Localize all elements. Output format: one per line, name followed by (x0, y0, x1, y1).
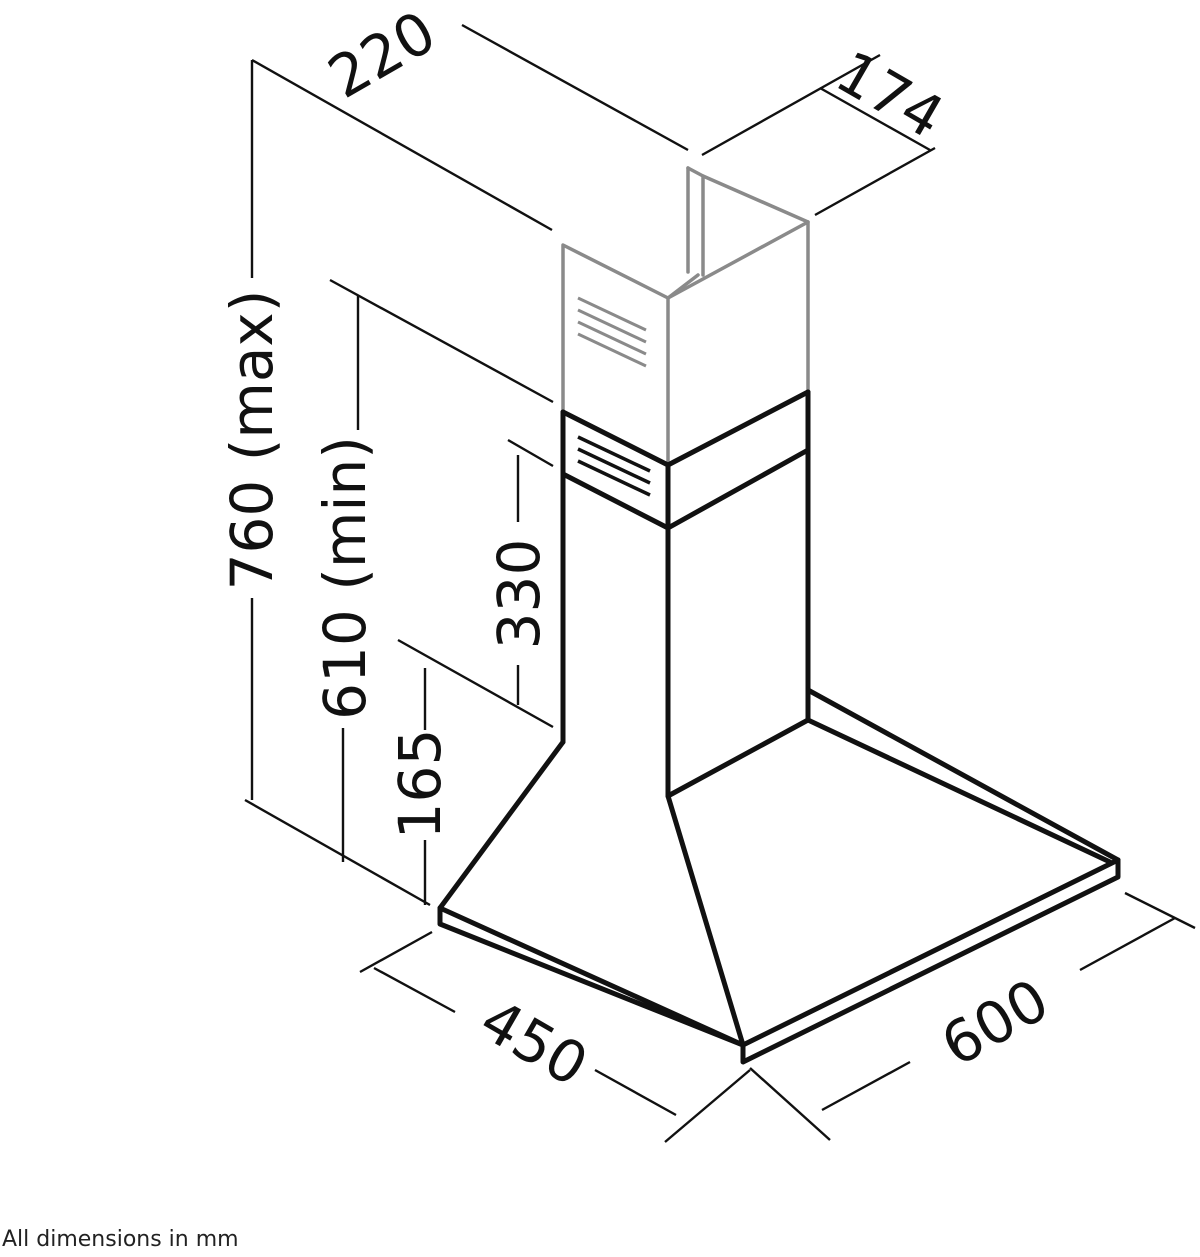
upper-vent-slots (577, 296, 647, 368)
units-note: All dimensions in mm (2, 1227, 239, 1252)
upper-chimney (561, 166, 810, 467)
lower-vent-slots (577, 435, 651, 497)
dim-label-330: 330 (485, 539, 553, 650)
dimension-lines (244, 23, 1196, 1143)
dim-label-610-min: 610 (min) (311, 436, 379, 720)
canopy (437, 687, 1121, 1065)
dim-label-760-max: 760 (max) (218, 290, 286, 591)
dim-label-174: 174 (825, 38, 955, 152)
dim-label-220: 220 (317, 0, 447, 112)
dim-label-165: 165 (386, 729, 454, 840)
lower-chimney (560, 389, 811, 799)
dim-label-600: 600 (930, 966, 1060, 1080)
dim-label-450: 450 (469, 986, 599, 1100)
dimension-labels: 220 174 760 (max) 610 (min) 330 165 450 … (218, 0, 1060, 1100)
